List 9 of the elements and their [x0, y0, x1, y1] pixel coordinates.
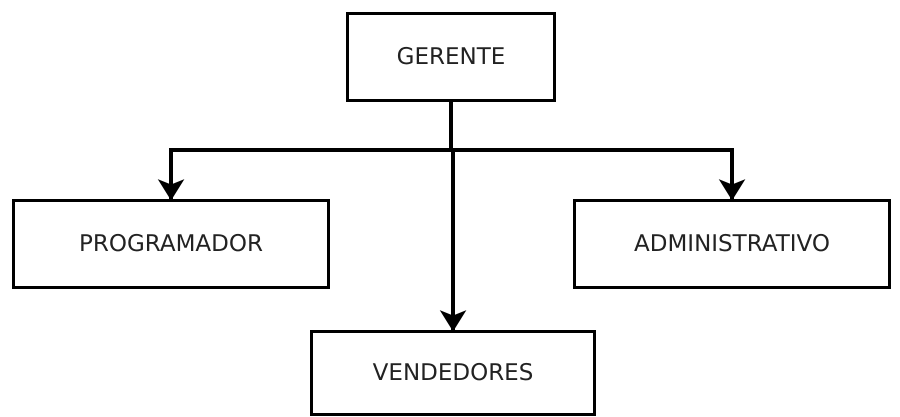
role-box	[573, 199, 891, 289]
role-label: PROGRAMADOR	[79, 231, 263, 257]
role-label: VENDEDORES	[372, 360, 534, 386]
arrow	[440, 102, 466, 332]
role-label: ADMINISTRATIVO	[634, 231, 830, 257]
role-box	[346, 12, 556, 102]
role-box	[12, 199, 330, 289]
role-label: GERENTE	[396, 44, 506, 70]
role-box	[310, 330, 596, 416]
